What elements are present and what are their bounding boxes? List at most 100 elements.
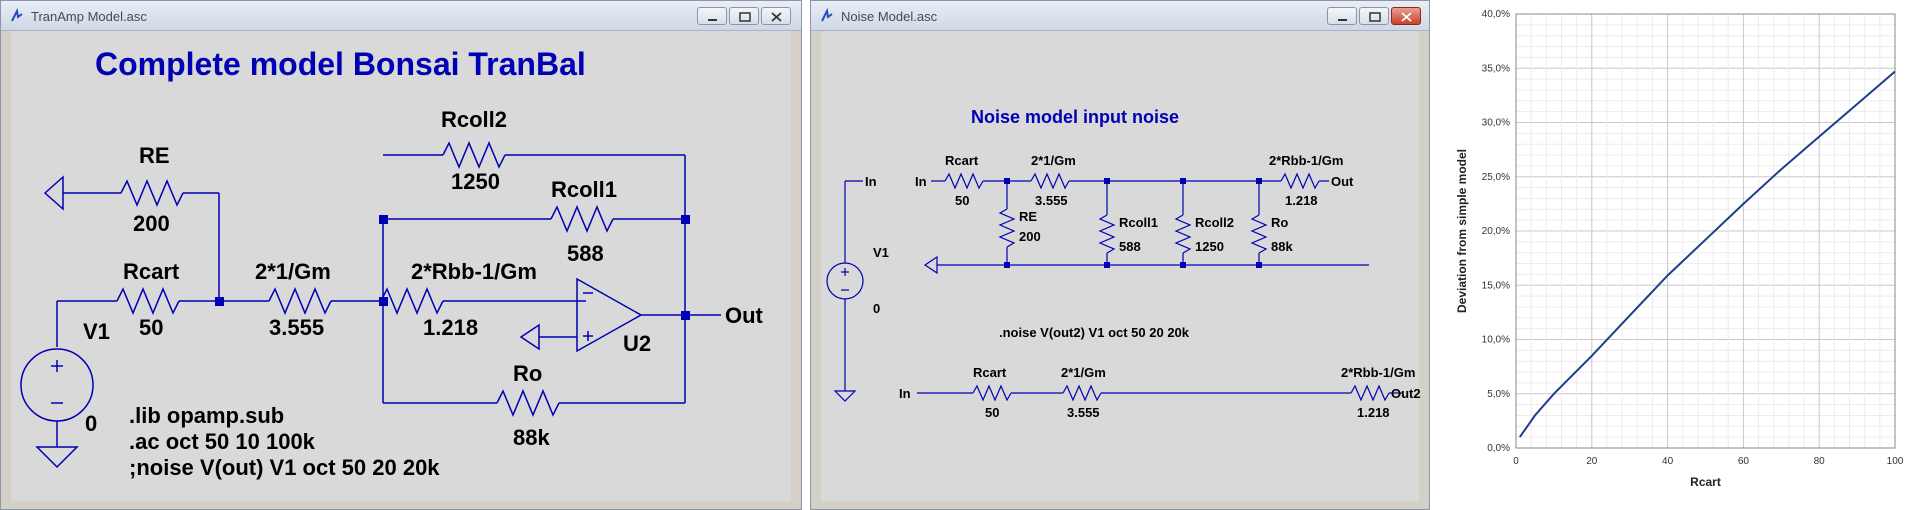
data-point bbox=[1591, 355, 1593, 357]
gm-name: 2*1/Gm bbox=[1031, 153, 1076, 168]
x-tick-label: 60 bbox=[1738, 456, 1750, 467]
tranamp-window: TranAmp Model.asc bbox=[0, 0, 802, 510]
rcart-name: Rcart bbox=[945, 153, 979, 168]
y-tick-label: 15,0% bbox=[1482, 280, 1510, 291]
net-label-in: In bbox=[899, 386, 911, 401]
schematic-canvas[interactable]: Noise model input noise In In Out V1 0 R… bbox=[821, 31, 1421, 501]
ltspice-app-icon bbox=[821, 8, 833, 22]
close-button[interactable] bbox=[761, 7, 791, 25]
data-point bbox=[1667, 274, 1669, 276]
ro-name: Ro bbox=[513, 361, 542, 386]
data-point bbox=[1705, 239, 1707, 241]
y-tick-label: 5,0% bbox=[1487, 389, 1510, 400]
opamp-name: U2 bbox=[623, 331, 651, 356]
data-point bbox=[1780, 168, 1782, 170]
data-point bbox=[1818, 136, 1820, 138]
spice-directive[interactable]: .lib opamp.sub bbox=[129, 403, 284, 428]
gm-name: 2*1/Gm bbox=[1061, 365, 1106, 380]
noise-heading: Noise model input noise bbox=[971, 107, 1179, 127]
net-label-out: Out bbox=[1331, 174, 1354, 189]
tranamp-schematic: Complete model Bonsai TranBal RE 200 Rco… bbox=[20, 46, 764, 480]
maximize-button[interactable] bbox=[729, 7, 759, 25]
v1-value: 0 bbox=[85, 411, 97, 436]
close-button[interactable] bbox=[1391, 7, 1421, 25]
out-net-label: Out bbox=[725, 303, 764, 328]
window-title: Noise Model.asc bbox=[841, 9, 938, 24]
source-value: 0 bbox=[873, 301, 880, 316]
minimize-button[interactable] bbox=[1327, 7, 1357, 25]
v1-name: V1 bbox=[83, 319, 110, 344]
y-tick-label: 30,0% bbox=[1482, 118, 1510, 129]
spice-directive[interactable]: ;noise V(out) V1 oct 50 20 20k bbox=[129, 455, 440, 480]
ro-value: 88k bbox=[1271, 239, 1293, 254]
deviation-chart-panel: 0,0%5,0%10,0%15,0%20,0%25,0%30,0%35,0%40… bbox=[1440, 0, 1916, 510]
close-icon bbox=[771, 12, 782, 22]
y-tick-label: 25,0% bbox=[1482, 172, 1510, 183]
y-tick-label: 40,0% bbox=[1482, 9, 1510, 20]
y-tick-label: 10,0% bbox=[1482, 335, 1510, 346]
gm-value: 3.555 bbox=[269, 315, 324, 340]
net-label-out2: Out2 bbox=[1391, 386, 1421, 401]
schematic-canvas[interactable]: Complete model Bonsai TranBal RE 200 Rco… bbox=[11, 31, 791, 501]
maximize-icon bbox=[739, 12, 751, 22]
deviation-chart: 0,0%5,0%10,0%15,0%20,0%25,0%30,0%35,0%40… bbox=[1455, 9, 1904, 489]
close-icon bbox=[1401, 12, 1412, 22]
re-value: 200 bbox=[133, 211, 170, 236]
rcoll1-name: Rcoll1 bbox=[1119, 215, 1158, 230]
re-name: RE bbox=[139, 143, 170, 168]
y-axis-label: Deviation from simple model bbox=[1455, 149, 1469, 313]
ro-value: 88k bbox=[513, 425, 550, 450]
rcoll2-value: 1250 bbox=[451, 169, 500, 194]
gm-name: 2*1/Gm bbox=[255, 259, 331, 284]
rbb-name: 2*Rbb-1/Gm bbox=[1269, 153, 1343, 168]
noise-directive[interactable]: .noise V(out2) V1 oct 50 20 20k bbox=[999, 325, 1190, 340]
noise-schematic: Noise model input noise In In Out V1 0 R… bbox=[826, 107, 1421, 420]
x-tick-label: 20 bbox=[1586, 456, 1598, 467]
rbb-value: 1.218 bbox=[1357, 405, 1390, 420]
y-tick-label: 20,0% bbox=[1482, 226, 1510, 237]
data-point bbox=[1519, 436, 1521, 438]
x-tick-label: 100 bbox=[1887, 456, 1904, 467]
rbb-value: 1.218 bbox=[1285, 193, 1318, 208]
data-point bbox=[1856, 103, 1858, 105]
rcart-name: Rcart bbox=[123, 259, 180, 284]
rcoll1-name: Rcoll1 bbox=[551, 177, 617, 202]
maximize-icon bbox=[1369, 12, 1381, 22]
data-point bbox=[1534, 414, 1536, 416]
maximize-button[interactable] bbox=[1359, 7, 1389, 25]
plot-area bbox=[1515, 13, 1896, 449]
ltspice-app-icon bbox=[11, 8, 23, 22]
rcart-value: 50 bbox=[985, 405, 999, 420]
data-point bbox=[1629, 315, 1631, 317]
tranamp-titlebar[interactable]: TranAmp Model.asc bbox=[1, 1, 801, 31]
x-tick-label: 0 bbox=[1513, 456, 1519, 467]
minimize-icon bbox=[708, 19, 717, 21]
series-line bbox=[1518, 70, 1896, 438]
window-title: TranAmp Model.asc bbox=[31, 9, 147, 24]
rcoll2-value: 1250 bbox=[1195, 239, 1224, 254]
x-axis-label: Rcart bbox=[1690, 475, 1721, 489]
rbb-value: 1.218 bbox=[423, 315, 478, 340]
rcoll2-name: Rcoll2 bbox=[1195, 215, 1234, 230]
rcoll2-name: Rcoll2 bbox=[441, 107, 507, 132]
minimize-button[interactable] bbox=[697, 7, 727, 25]
net-label-in: In bbox=[865, 174, 877, 189]
rbb-name: 2*Rbb-1/Gm bbox=[1341, 365, 1415, 380]
gm-value: 3.555 bbox=[1067, 405, 1100, 420]
data-point bbox=[1553, 393, 1555, 395]
rcart-value: 50 bbox=[139, 315, 163, 340]
net-label-in: In bbox=[915, 174, 927, 189]
y-tick-label: 0,0% bbox=[1487, 443, 1510, 454]
x-tick-label: 40 bbox=[1662, 456, 1674, 467]
source-name: V1 bbox=[873, 245, 889, 260]
minimize-icon bbox=[1338, 19, 1347, 21]
rcart-name: Rcart bbox=[973, 365, 1007, 380]
rcoll1-value: 588 bbox=[1119, 239, 1141, 254]
spice-directive[interactable]: .ac oct 50 10 100k bbox=[129, 429, 316, 454]
x-tick-label: 80 bbox=[1814, 456, 1826, 467]
rcart-value: 50 bbox=[955, 193, 969, 208]
data-point bbox=[1742, 203, 1744, 205]
re-name: RE bbox=[1019, 209, 1037, 224]
noise-titlebar[interactable]: Noise Model.asc bbox=[811, 1, 1429, 31]
gm-value: 3.555 bbox=[1035, 193, 1068, 208]
